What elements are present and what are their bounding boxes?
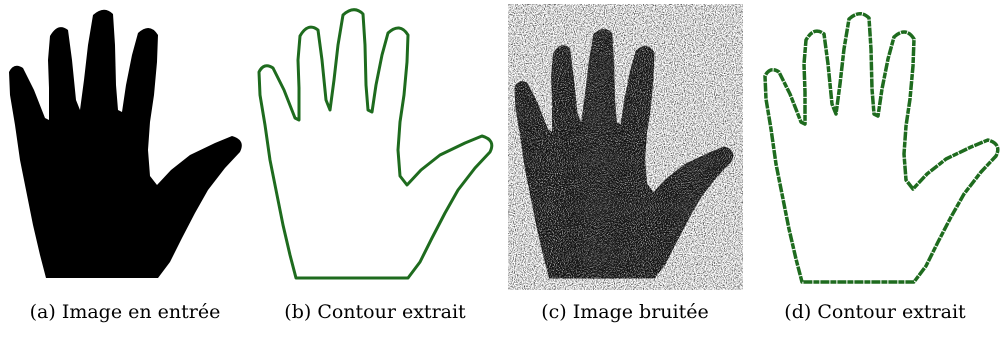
panel-input-image: (a) Image en entrée xyxy=(0,0,250,338)
panel-extracted-contour-noisy: (d) Contour extrait xyxy=(750,0,1000,338)
caption-a: (a) Image en entrée xyxy=(29,301,221,323)
hand-silhouette-image xyxy=(9,9,242,278)
noisy-hand-contour-image xyxy=(763,11,1000,284)
noisy-hand-image xyxy=(508,4,743,290)
caption-c: (c) Image bruitée xyxy=(541,301,709,323)
panel-extracted-contour: (b) Contour extrait xyxy=(250,0,500,338)
caption-d: (d) Contour extrait xyxy=(784,301,966,323)
panel-noisy-image: (c) Image bruitée xyxy=(500,0,750,338)
caption-b: (b) Contour extrait xyxy=(284,301,466,323)
hand-contour-image xyxy=(257,8,494,280)
